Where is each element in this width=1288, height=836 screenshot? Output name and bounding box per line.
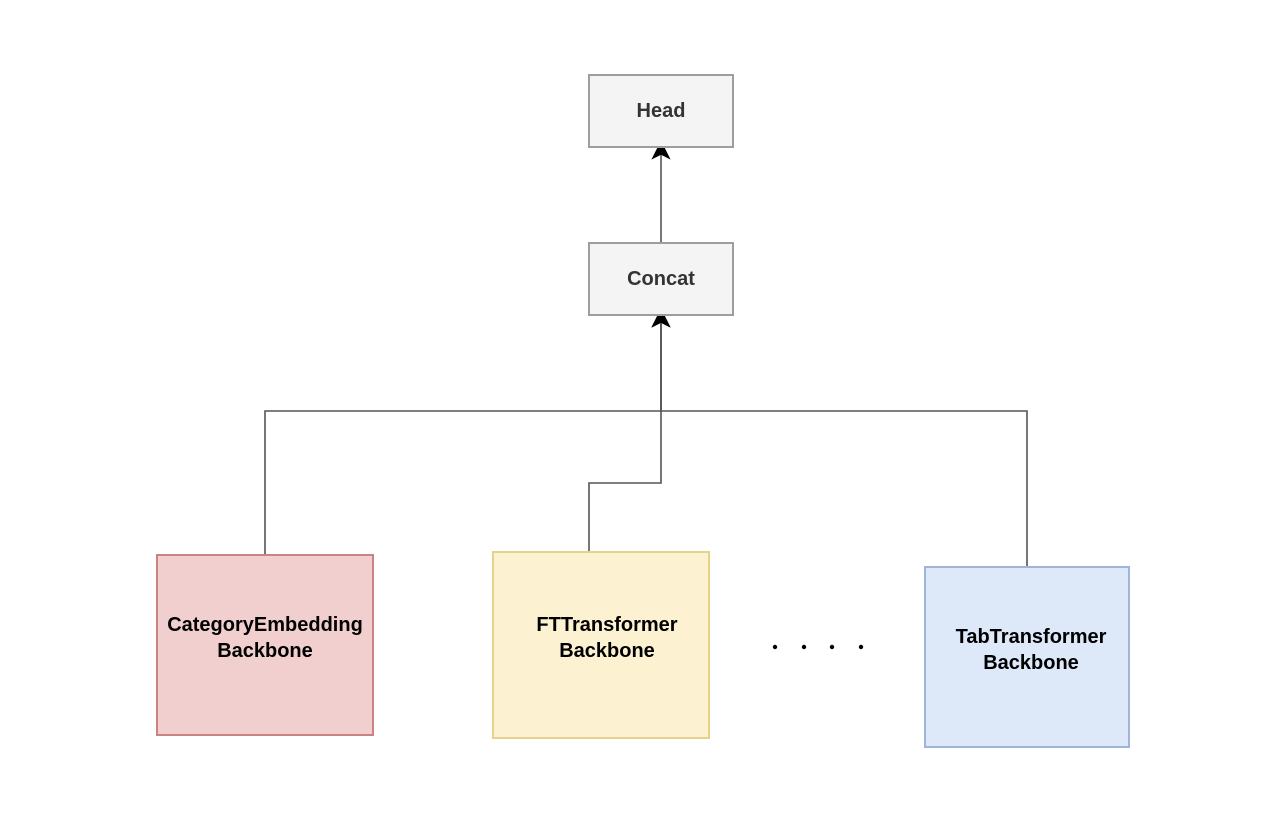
ellipsis-dot [772,644,778,650]
ft-transformer-backbone-node[interactable]: FTTransformer Backbone [492,551,710,739]
head-node[interactable]: Head [588,74,734,148]
ellipsis-dots [772,644,864,650]
head-label: Head [636,100,686,122]
tab-transformer-label-line2: Backbone [983,652,1079,674]
edge-ft-to-concat [588,308,671,551]
tab-transformer-label-line1: TabTransformer [955,626,1107,648]
edge-tab-to-concat [651,308,1028,566]
ellipsis-dot [801,644,807,650]
ft-transformer-label-line1: FTTransformer [536,614,678,636]
concat-label: Concat [627,268,695,290]
category-embedding-label-line2: Backbone [217,640,313,662]
edge-category-to-concat [264,308,671,554]
ellipsis-dot [858,644,864,650]
tab-transformer-backbone-node[interactable]: TabTransformer Backbone [924,566,1130,748]
concat-node[interactable]: Concat [588,242,734,316]
category-embedding-label: CategoryEmbedding Backbone [167,612,363,664]
category-embedding-label-line1: CategoryEmbedding [167,614,363,636]
tab-transformer-label: TabTransformer Backbone [956,624,1107,676]
category-embedding-backbone-node[interactable]: CategoryEmbedding Backbone [156,554,374,736]
ft-transformer-label: FTTransformer Backbone [536,612,677,664]
ft-transformer-label-line2: Backbone [559,640,655,662]
ellipsis-dot [829,644,835,650]
